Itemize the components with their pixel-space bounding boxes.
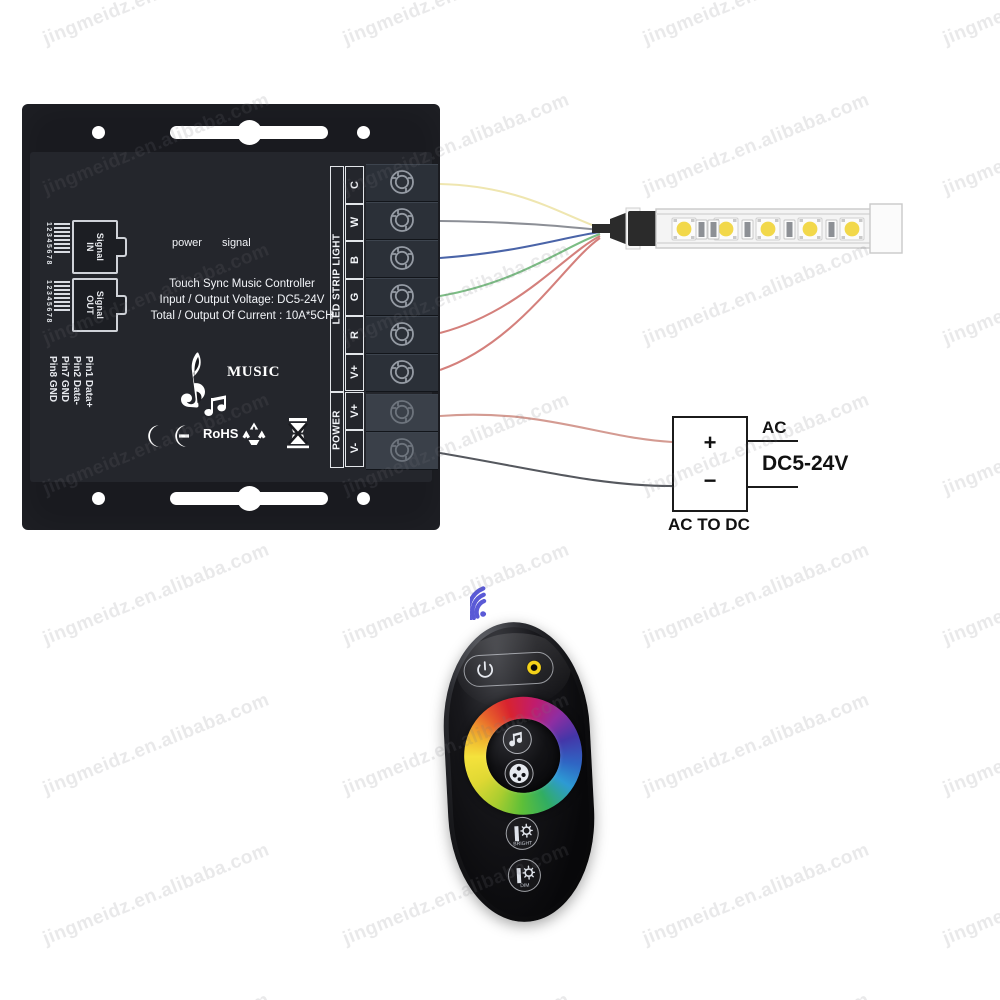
pin-legend-3: Pin7 GND <box>59 356 70 403</box>
signal-in-port: Signal IN <box>72 220 127 274</box>
mount-hole-top-left <box>92 126 105 139</box>
rohs-label: RoHS <box>203 426 239 441</box>
ac-label: AC <box>762 418 787 437</box>
pin-legend-2: Pin2 Data- <box>71 356 82 405</box>
terminal-vminus-power: V- <box>345 429 364 467</box>
terminal-group-power: POWER <box>330 392 344 468</box>
wifi-signal-icon <box>470 586 487 620</box>
music-brand-label: MUSIC <box>227 364 281 380</box>
signal-in-pins <box>54 223 70 253</box>
mount-knob-bottom <box>237 486 262 511</box>
rj45-latch-in <box>116 237 127 257</box>
terminal-c: C <box>345 166 364 204</box>
terminal-group-led: LED STRIP LIGHT <box>330 166 344 392</box>
terminal-b: B <box>345 241 364 279</box>
rf-touch-remote: BRIGHT DIM <box>438 586 600 926</box>
terminal-r: R <box>345 316 364 354</box>
power-indicator-label: power <box>172 237 202 249</box>
ac-to-dc-label: AC TO DC <box>668 515 750 534</box>
power-icon[interactable] <box>475 660 495 680</box>
terminal-vplus-power: V+ <box>345 392 364 430</box>
controller-spec-block: Touch Sync Music Controller Input / Outp… <box>22 276 440 324</box>
treble-clef-icon <box>181 352 205 408</box>
music-mode-button[interactable] <box>502 724 533 755</box>
screw-terminal-vminus-power[interactable] <box>366 432 438 470</box>
weee-bin-icon <box>287 418 309 449</box>
screw-heads <box>390 170 414 462</box>
psu-output-lead-top <box>744 440 798 442</box>
screw-terminal-vplus-power[interactable] <box>366 394 438 432</box>
brightness-icon: DIM <box>516 865 536 889</box>
terminal-g: G <box>345 278 364 316</box>
signal-out-port: Signal OUT <box>72 278 127 332</box>
mount-knob-top <box>237 120 262 145</box>
ce-mark-icon <box>148 425 189 447</box>
spec-line-1: Touch Sync Music Controller <box>169 278 315 290</box>
screw-terminal-r[interactable] <box>366 316 438 354</box>
music-note-icon <box>509 731 523 747</box>
spec-line-3: Total / Output Of Current : 10A*5CH <box>150 310 334 322</box>
led-strip-graphic <box>592 203 903 254</box>
mode-button[interactable] <box>503 758 535 789</box>
led-strip-light <box>592 196 940 273</box>
svg-text:BRIGHT: BRIGHT <box>513 840 532 847</box>
terminal-vplus-led: V+ <box>345 353 364 391</box>
mount-hole-bottom-left <box>92 492 105 505</box>
signal-indicator-label: signal <box>222 237 251 249</box>
signal-in-pin-numbers: 12345678 <box>45 222 52 266</box>
signal-in-label: Signal IN <box>85 232 105 262</box>
indicator-dot-icon <box>526 659 542 676</box>
remote-faceplate: BRIGHT DIM <box>443 623 595 921</box>
mount-hole-bottom-right <box>357 492 370 505</box>
spec-line-2: Input / Output Voltage: DC5-24V <box>159 294 325 306</box>
mount-hole-top-right <box>357 126 370 139</box>
power-row <box>462 651 555 688</box>
rj45-latch-out <box>116 295 127 315</box>
brightness-down-button[interactable]: DIM <box>507 858 542 893</box>
svg-text:DIM: DIM <box>520 883 529 889</box>
psu-plus-label: + <box>703 430 717 455</box>
recycle-icon <box>242 422 266 445</box>
brightness-icon: BRIGHT <box>513 823 533 847</box>
brightness-up-button[interactable]: BRIGHT <box>504 816 540 851</box>
signal-out-pins <box>54 281 70 311</box>
psu-output-lead-bottom <box>744 486 798 488</box>
pin-legend-4: Pin8 GND <box>47 356 58 403</box>
terminal-block-strip <box>366 164 438 470</box>
dc-output-label: DC5-24V <box>762 452 849 475</box>
pin-legend-1: Pin1 Data+ <box>83 356 94 408</box>
psu-minus-label: − <box>703 468 717 493</box>
terminal-label-grid: LED STRIP LIGHT POWER C W B G R V+ V+ V- <box>330 166 364 468</box>
ac-to-dc-power-supply: + − <box>672 416 748 512</box>
terminal-w: W <box>345 203 364 241</box>
dots-circle-icon <box>509 763 529 784</box>
music-notes-icon <box>204 395 226 416</box>
rgb-color-wheel-icon[interactable] <box>461 693 586 818</box>
